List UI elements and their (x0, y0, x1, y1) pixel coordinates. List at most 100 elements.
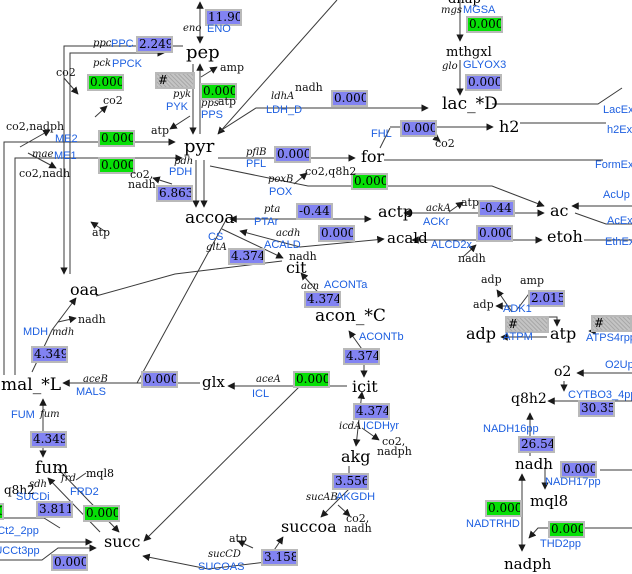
reaction-link-ICDHyr[interactable]: ICDHyr (363, 420, 400, 432)
flux-value-box-PFL: 0.000 (274, 146, 311, 163)
flux-value-box-CYTBO3_4pp: 30.35 (578, 400, 615, 417)
reaction-link-CYTBO3_4pp[interactable]: CYTBO3_4pp (568, 389, 632, 401)
flux-value-box-CS: 4.374 (228, 248, 265, 265)
reaction-link-PDH[interactable]: PDH (169, 166, 193, 178)
metabolite-ac: ac (550, 201, 569, 220)
cofactor-label: co2,nadph (6, 120, 65, 133)
pathway-edge-31 (448, 201, 464, 213)
metabolite-mql8-2: mql8 (86, 467, 114, 480)
reaction-link-ADK1[interactable]: ADK1 (503, 303, 532, 315)
flux-value-box-NADTRHD: 0.000 (485, 500, 522, 517)
gene-label-icdA: icdA (339, 421, 362, 432)
metabolite-o2: o2 (554, 364, 572, 380)
pathway-edge-19 (492, 87, 623, 105)
flux-value-box-AKGDH: 3.556 (332, 473, 369, 490)
reaction-link-ENO[interactable]: ENO (207, 23, 231, 35)
cofactor-label: co2 (103, 94, 123, 107)
reaction-link-FRD2[interactable]: FRD2 (70, 486, 99, 498)
reaction-link-AKGDH[interactable]: AKGDH (336, 491, 376, 503)
reaction-link-ME1[interactable]: ME1 (54, 150, 77, 162)
metabolite-q8h2: q8h2 (511, 391, 547, 407)
reaction-link-ICL[interactable]: ICL (252, 388, 270, 400)
pathway-edge-1 (217, 0, 338, 135)
flux-value-box-PPS: 0.000 (200, 83, 237, 100)
flux-value-box-MALS: 0.000 (141, 371, 178, 388)
pathway-edge-49 (237, 540, 254, 549)
reaction-link-FormEx[interactable]: FormEx (595, 159, 632, 171)
reaction-link-NADH17pp[interactable]: NADH17pp (545, 476, 601, 488)
flux-value-box-ADK1: 2.015 (528, 290, 565, 307)
reaction-link-PFL[interactable]: PFL (246, 158, 267, 170)
reaction-link-PTAr[interactable]: PTAr (254, 216, 279, 228)
reaction-link-ACONTb[interactable]: ACONTb (359, 331, 404, 343)
reaction-link-SUCCt3pp[interactable]: SUCCt3pp (0, 545, 40, 557)
reaction-link-MGSA[interactable]: MGSA (463, 4, 496, 16)
flux-value-box-GLYOX3: 0.000 (465, 74, 502, 91)
reaction-link-POX[interactable]: POX (269, 186, 293, 198)
gene-label-frd: frd (61, 473, 76, 484)
flux-value-box-PPCK: 0.000 (87, 74, 124, 91)
gene-label-aceA: aceA (256, 374, 281, 385)
flux-value-box-MDH: 4.349 (31, 346, 68, 363)
cofactor-label: co2, (382, 435, 406, 448)
pathway-edge-36 (462, 244, 477, 258)
reaction-link-PPCK[interactable]: PPCK (112, 58, 142, 70)
metabolite-lac-d: lac_*D (442, 94, 498, 114)
metabolite-acald: acald (387, 229, 428, 247)
gene-label-ppc: ppc (93, 38, 112, 49)
pathway-edge-38 (221, 228, 284, 259)
reaction-link-LDH_D[interactable]: LDH_D (266, 104, 303, 116)
metabolite-etoh: etoh (547, 227, 583, 246)
reaction-link-ACKr[interactable]: ACKr (423, 216, 450, 228)
reaction-link-ME2[interactable]: ME2 (55, 133, 78, 145)
flux-value-box-ICL: 0.000 (293, 371, 330, 388)
reaction-link-PPS[interactable]: PPS (201, 109, 224, 121)
reaction-link-O2Up[interactable]: O2Up (605, 359, 632, 371)
reaction-link-h2Ex[interactable]: h2Ex (607, 124, 632, 136)
pathway-edge-58 (0, 517, 61, 529)
gene-label-gltA: gltA (206, 242, 227, 253)
flux-value-box-PYK: # (155, 72, 195, 89)
reaction-link-FUM[interactable]: FUM (11, 409, 35, 421)
flux-value-box-THD2pp: 0.000 (548, 521, 585, 538)
metabolite-oaa: oaa (70, 280, 99, 299)
reaction-link-FHL[interactable]: FHL (371, 128, 392, 140)
pathway-edge-33 (574, 212, 632, 225)
reaction-link-NADTRHD[interactable]: NADTRHD (466, 518, 520, 530)
reaction-link-LacEx[interactable]: LacEx (603, 104, 632, 116)
reaction-link-ATPS4rpp[interactable]: ATPS4rpp (586, 332, 632, 344)
gene-label-pps: pps (201, 98, 219, 109)
metabolite-atp: atp (550, 324, 577, 343)
reaction-link-SUCCt2_2pp[interactable]: SUCCt2_2pp (0, 525, 39, 537)
reaction-link-MDH[interactable]: MDH (23, 326, 49, 338)
metabolite-mal-l: mal_*L (1, 375, 61, 395)
reaction-link-THD2pp[interactable]: THD2pp (540, 538, 581, 550)
reaction-link-ACONTa[interactable]: ACONTa (324, 279, 368, 291)
pathway-edge-47 (337, 504, 351, 517)
reaction-link-ATPM[interactable]: ATPM (503, 331, 533, 343)
reaction-link-MALS[interactable]: MALS (76, 386, 106, 398)
reaction-link-AcEx[interactable]: AcEx (607, 215, 632, 227)
pathway-edge-10 (90, 221, 107, 233)
metabolite-pep: pep (186, 42, 220, 63)
cofactor-label: atp (218, 95, 237, 108)
reaction-link-NADH16pp[interactable]: NADH16pp (483, 423, 539, 435)
pathway-edge-57 (75, 472, 87, 481)
flux-value-box-POX: 0.000 (351, 173, 388, 190)
reaction-link-SUCDi[interactable]: SUCDi (16, 491, 50, 503)
reaction-link-ACALD[interactable]: ACALD (264, 239, 301, 251)
reaction-link-CS[interactable]: CS (208, 231, 224, 243)
flux-value-box-ATPS4rpp: # (591, 315, 632, 332)
reaction-link-PPC[interactable]: PPC (111, 38, 134, 50)
reaction-link-ALCD2x[interactable]: ALCD2x (431, 239, 472, 251)
metabolite-pyr: pyr (184, 136, 215, 157)
reaction-link-EthEx[interactable]: EthEx (605, 236, 632, 248)
flux-value-box-FUM: 4.349 (30, 431, 67, 448)
cofactor-label: nadh (458, 252, 486, 265)
reaction-link-AcUp[interactable]: AcUp (603, 189, 630, 201)
reaction-link-PYK[interactable]: PYK (166, 101, 189, 113)
cofactor-label: nadh (344, 522, 372, 535)
reaction-link-SUCOAS[interactable]: SUCOAS (198, 561, 245, 573)
reaction-link-GLYOX3[interactable]: GLYOX3 (463, 59, 507, 71)
